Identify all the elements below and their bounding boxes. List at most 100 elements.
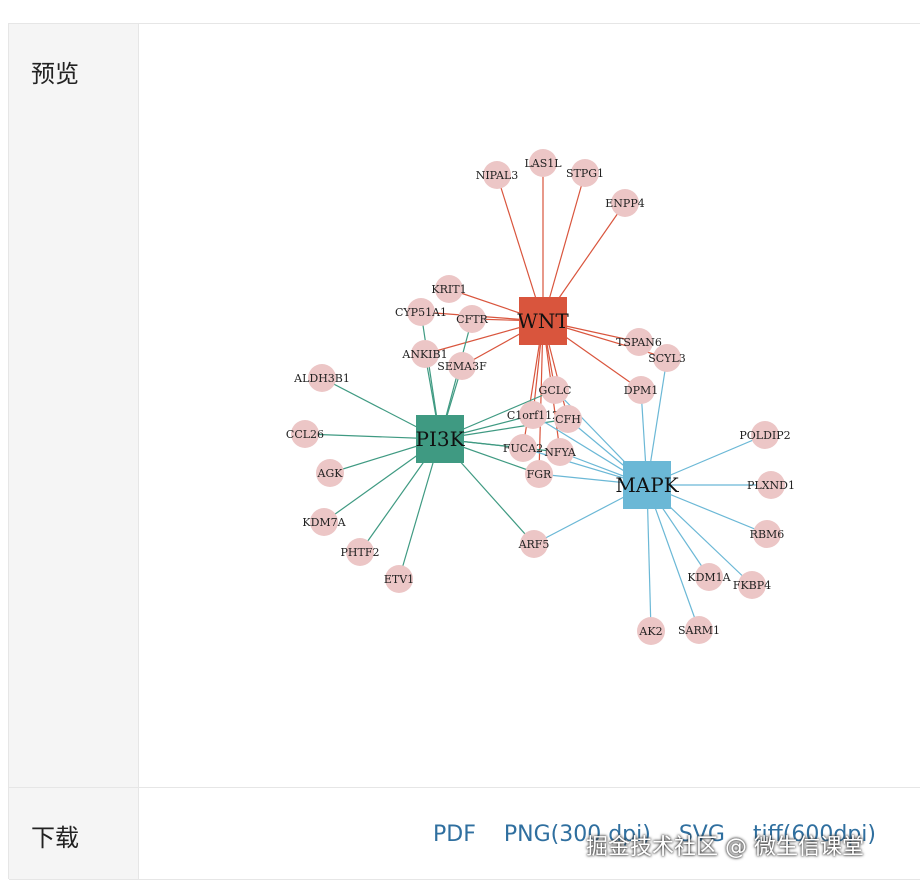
gene-node-gclc: GCLC — [539, 376, 572, 404]
download-row: 下载 PDF PNG(300 dpi) SVG tiff(600dpi) — [9, 788, 920, 880]
hub-node-wnt: WNT — [517, 297, 569, 345]
download-label-cell: 下载 — [9, 788, 139, 879]
download-png-link[interactable]: PNG(300 dpi) — [503, 822, 651, 847]
gene-node-fkbp4: FKBP4 — [733, 571, 771, 599]
download-svg-link[interactable]: SVG — [678, 822, 725, 847]
gene-node-cyp51a1: CYP51A1 — [395, 298, 447, 326]
gene-node-label: NIPAL3 — [476, 169, 519, 182]
gene-node-label: AGK — [317, 467, 344, 480]
gene-node-circle — [653, 344, 681, 372]
gene-node-circle — [308, 364, 336, 392]
gene-node-circle — [346, 538, 374, 566]
gene-node-fgr: FGR — [525, 460, 553, 488]
gene-node-circle — [435, 275, 463, 303]
hub-node-mapk: MAPK — [615, 461, 680, 509]
gene-node-label: ANKIB1 — [401, 348, 447, 361]
gene-node-scyl3: SCYL3 — [648, 344, 686, 372]
gene-node-label: FUCA2 — [503, 442, 543, 455]
gene-node-label: CFTR — [456, 313, 488, 326]
gene-node-label: SARM1 — [678, 624, 720, 637]
gene-node-circle — [685, 616, 713, 644]
gene-node-circle — [695, 563, 723, 591]
gene-node-label: SCYL3 — [648, 352, 686, 365]
gene-node-phtf2: PHTF2 — [341, 538, 380, 566]
gene-node-label: AK2 — [638, 625, 662, 638]
gene-node-circle — [611, 189, 639, 217]
gene-node-rbm6: RBM6 — [750, 520, 785, 548]
gene-node-enpp4: ENPP4 — [605, 189, 645, 217]
gene-node-label: PHTF2 — [341, 546, 380, 559]
gene-node-las1l: LAS1L — [524, 149, 562, 177]
edge-wnt-stpg1 — [542, 172, 586, 322]
gene-node-circle — [291, 420, 319, 448]
gene-node-label: ARF5 — [518, 538, 550, 551]
gene-node-circle — [637, 617, 665, 645]
gene-node-circle — [509, 434, 537, 462]
gene-node-label: FGR — [527, 468, 552, 481]
download-label: 下载 — [31, 824, 79, 852]
gene-node-agk: AGK — [316, 459, 344, 487]
gene-node-ak2: AK2 — [637, 617, 665, 645]
edge-wnt-nipal3 — [496, 174, 544, 322]
watermark: 掘金技术社区 @ 微生信课堂 — [586, 835, 864, 860]
gene-node-circle — [407, 298, 435, 326]
gene-node-cfh: CFH — [554, 405, 582, 433]
gene-node-circle — [529, 149, 557, 177]
gene-node-label: RBM6 — [750, 528, 785, 541]
download-tiff-link[interactable]: tiff(600dpi) — [752, 822, 877, 847]
gene-node-label: POLDIP2 — [739, 429, 790, 442]
download-pdf-link[interactable]: PDF — [433, 822, 476, 847]
gene-node-stpg1: STPG1 — [566, 159, 604, 187]
gene-node-poldip2: POLDIP2 — [739, 421, 791, 449]
preview-label-cell: 预览 — [9, 24, 139, 787]
gene-node-ccl26: CCL26 — [286, 420, 324, 448]
gene-node-label: CYP51A1 — [395, 306, 447, 319]
gene-node-label: FKBP4 — [733, 579, 771, 592]
gene-node-label: KDM1A — [687, 571, 731, 584]
gene-node-circle — [525, 460, 553, 488]
gene-node-circle — [458, 305, 486, 333]
gene-node-circle — [753, 520, 781, 548]
gene-node-label: KDM7A — [302, 516, 346, 529]
gene-node-label: KRIT1 — [431, 283, 466, 296]
gene-node-label: TSPAN6 — [616, 336, 662, 349]
gene-node-circle — [316, 459, 344, 487]
gene-node-label: PLXND1 — [747, 479, 795, 492]
gene-node-c1orf112: C1orf112 — [507, 401, 559, 429]
gene-node-circle — [546, 438, 574, 466]
gene-node-label: C1orf112 — [507, 409, 559, 422]
gene-node-circle — [625, 328, 653, 356]
gene-node-circle — [411, 340, 439, 368]
gene-node-kdm7a: KDM7A — [302, 508, 347, 536]
gene-node-label: GCLC — [539, 384, 572, 397]
gene-node-krit1: KRIT1 — [431, 275, 467, 303]
gene-node-circle — [554, 405, 582, 433]
gene-node-circle — [448, 352, 476, 380]
gene-node-label: ETV1 — [384, 573, 414, 586]
gene-node-circle — [310, 508, 338, 536]
gene-node-label: CFH — [555, 413, 581, 426]
edge-wnt-fgr — [538, 320, 544, 475]
gene-node-circle — [385, 565, 413, 593]
gene-node-label: LAS1L — [524, 157, 562, 170]
download-links: PDF PNG(300 dpi) SVG tiff(600dpi) — [433, 822, 904, 847]
gene-node-cftr: CFTR — [456, 305, 489, 333]
hub-node-square — [416, 415, 464, 463]
gene-node-circle — [483, 161, 511, 189]
gene-node-nfya: NFYA — [544, 438, 577, 466]
gene-node-label: NFYA — [544, 446, 577, 459]
gene-node-dpm1: DPM1 — [624, 376, 658, 404]
hub-node-label: MAPK — [615, 473, 679, 497]
gene-node-circle — [541, 376, 569, 404]
gene-node-aldh3b1: ALDH3B1 — [293, 364, 350, 392]
gene-node-sarm1: SARM1 — [678, 616, 720, 644]
gene-node-fuca2: FUCA2 — [503, 434, 543, 462]
gene-node-label: ENPP4 — [605, 197, 644, 210]
gene-node-ankib1: ANKIB1 — [401, 340, 448, 368]
gene-node-circle — [519, 401, 547, 429]
gene-node-circle — [757, 471, 785, 499]
